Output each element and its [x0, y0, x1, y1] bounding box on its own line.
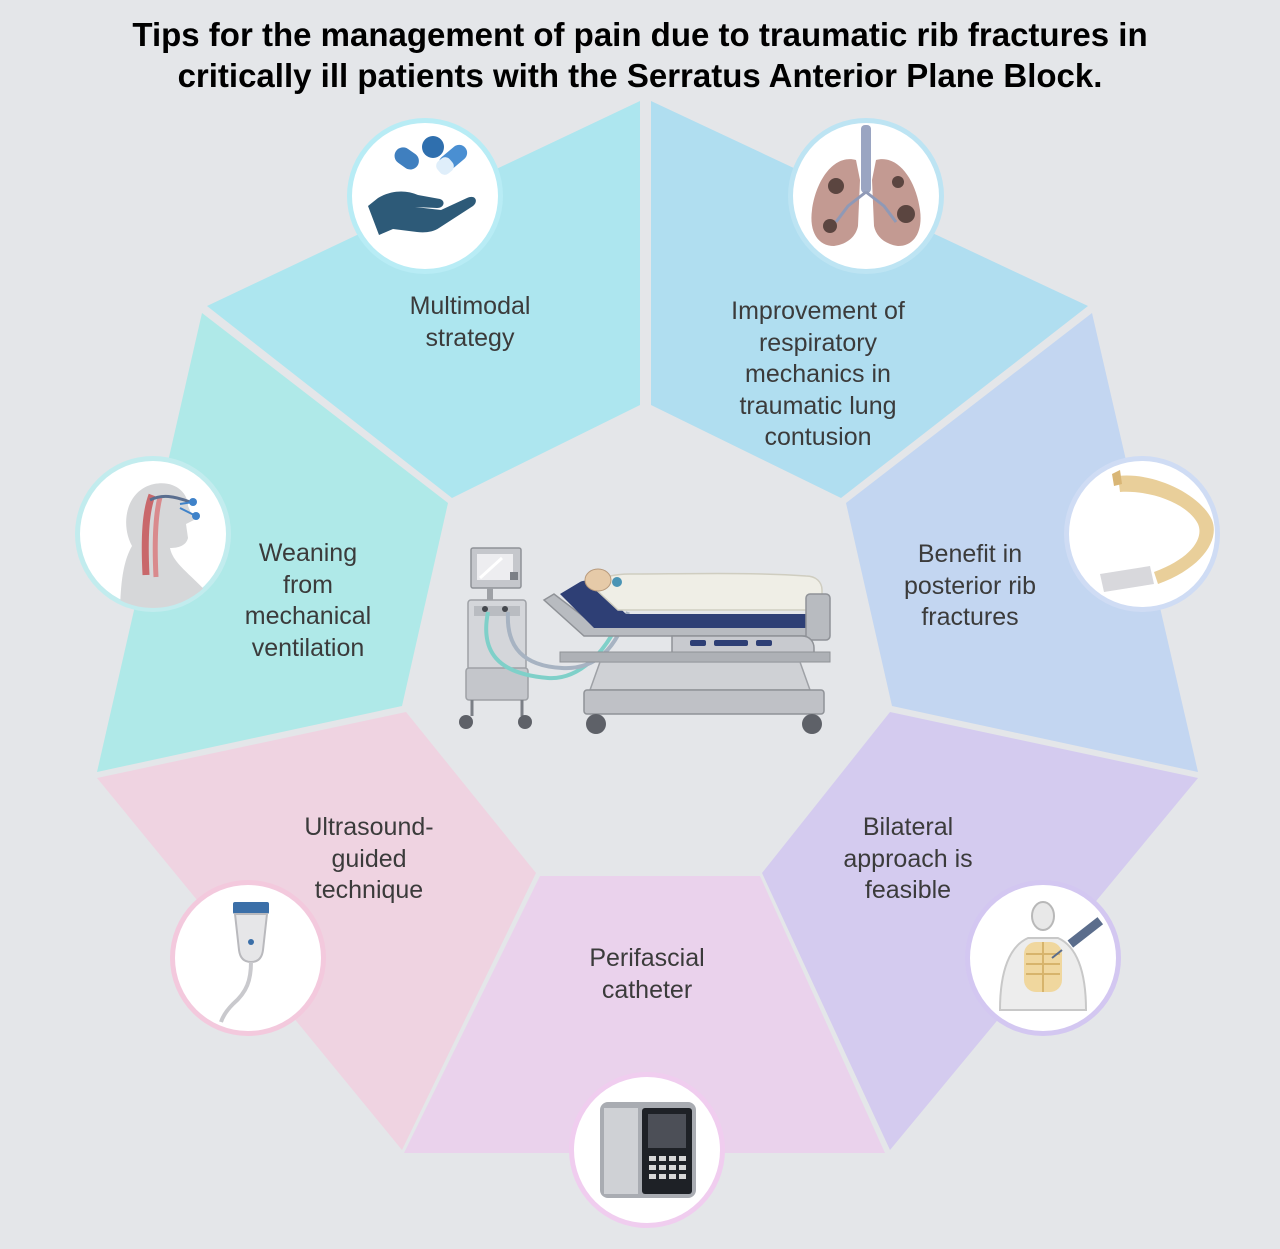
segment-catheter	[404, 876, 885, 1153]
patient-on-ventilator-bed-icon	[459, 547, 831, 734]
chest-injection-icon	[965, 880, 1121, 1036]
hand-with-pills-icon	[347, 118, 503, 274]
label-bilateral-approach: Bilateral approach is feasible	[843, 813, 973, 904]
title-line-1: Tips for the management of pain due to t…	[132, 16, 1148, 53]
title-line-2: critically ill patients with the Serratu…	[177, 57, 1103, 94]
infusion-pump-icon	[569, 1072, 725, 1228]
label-weaning-mechanical-ventilation: Weaning from mechanical ventilation	[244, 539, 372, 662]
label-ultrasound-guided-technique: Ultrasound- guided technique	[304, 813, 434, 904]
segment-posterior	[846, 313, 1198, 772]
segment-respiratory	[651, 101, 1088, 498]
label-multimodal-strategy: Multimodal strategy	[409, 292, 531, 352]
segment-multimodal	[207, 101, 640, 498]
label-respiratory-mechanics: Improvement of respiratory mechanics in …	[731, 297, 905, 451]
label-perifascial-catheter: Perifascial catheter	[589, 944, 705, 1004]
rib-bone-icon	[1064, 456, 1220, 612]
lungs-icon	[788, 118, 944, 274]
diagram-title: Tips for the management of pain due to t…	[0, 14, 1280, 96]
segment-weaning	[97, 313, 448, 772]
airway-intubation-icon	[75, 456, 231, 612]
ultrasound-probe-icon	[170, 880, 326, 1036]
label-posterior-rib-fractures: Benefit in posterior rib fractures	[904, 540, 1036, 631]
